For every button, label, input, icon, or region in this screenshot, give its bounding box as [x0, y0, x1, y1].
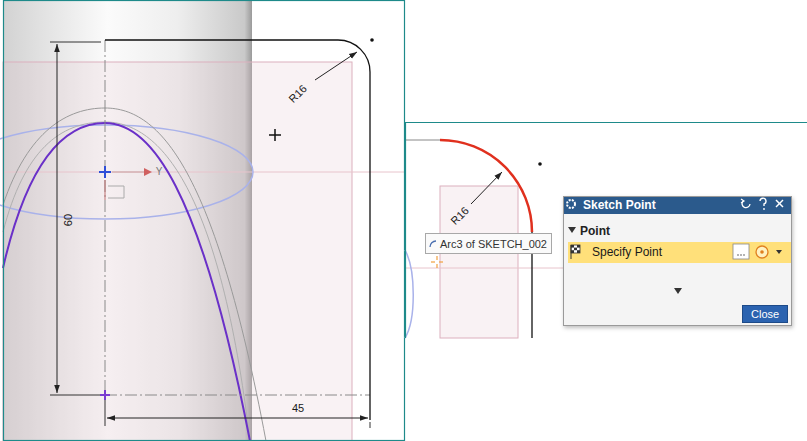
section-heading: Point [580, 225, 610, 238]
dialog-panel: Sketch PointPointSpecify PointClose [563, 196, 792, 326]
dialog-title: Sketch Point [583, 199, 656, 212]
tooltip-text: Arc3 of SKETCH_002 [440, 238, 547, 250]
button-label: Close [751, 308, 779, 320]
axis-label: Y [156, 167, 163, 177]
length-dimension: 45 [292, 403, 304, 414]
row-label: Specify Point [592, 246, 662, 259]
length-dimension: 60 [63, 214, 74, 226]
right-view [405, 122, 807, 338]
selection-row: Specify Point [568, 242, 791, 263]
close-button: Close [742, 305, 788, 323]
left-view [0, 0, 405, 441]
tooltip-box: Arc3 of SKETCH_002 [425, 233, 552, 254]
